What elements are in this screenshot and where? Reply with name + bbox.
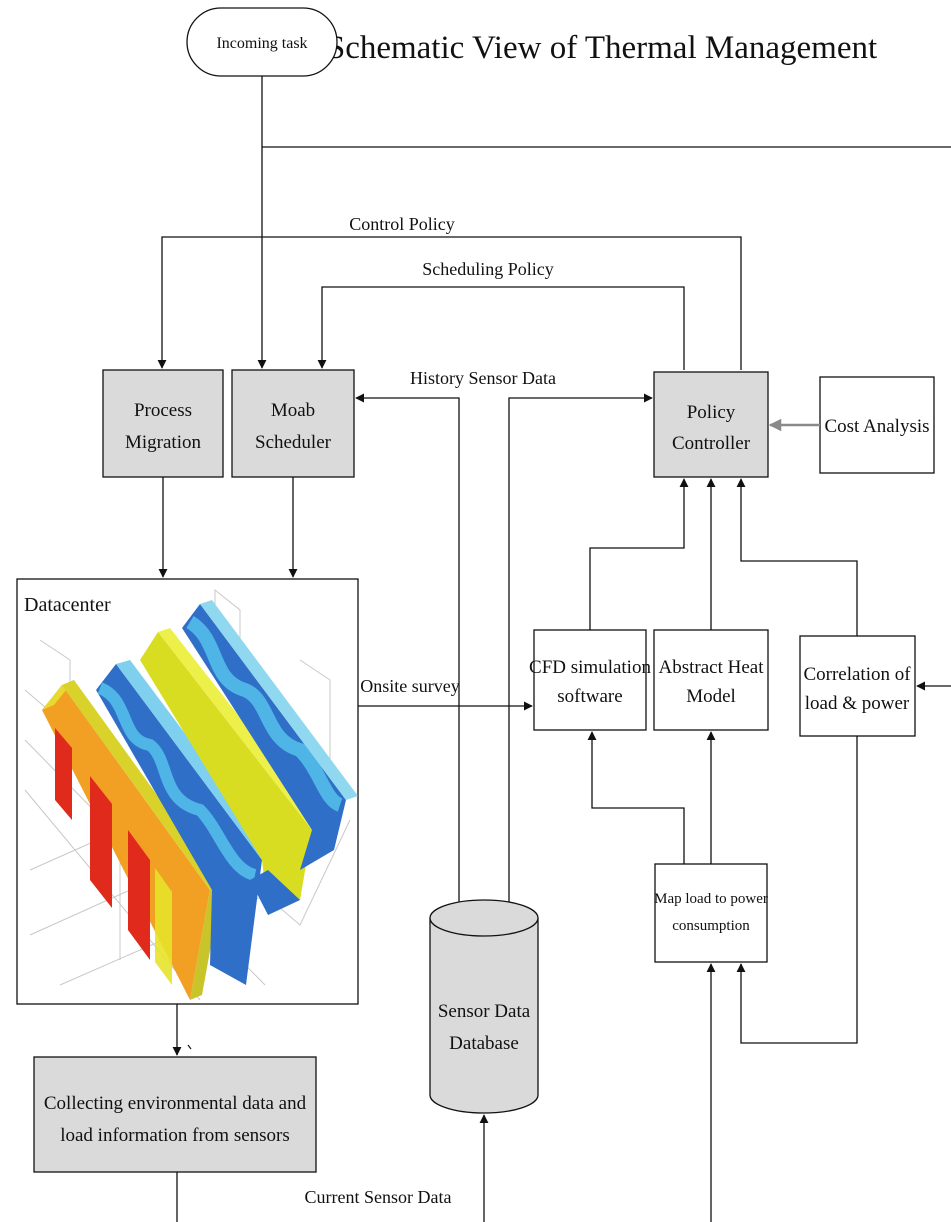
scheduling-policy-label: Scheduling Policy	[422, 259, 554, 279]
cost-analysis-node	[819, 376, 935, 474]
moab-scheduler-node	[231, 369, 355, 478]
history-to-policy-edge	[508, 393, 653, 943]
correlation-line2: load & power	[805, 693, 910, 714]
correlation-line1: Correlation of	[803, 664, 911, 685]
current-sensor-data-label: Current Sensor Data	[305, 1187, 452, 1207]
scheduling-policy-edge	[317, 286, 685, 370]
map-load-line2: consumption	[672, 918, 750, 934]
map-load-line1: Map load to power	[654, 891, 768, 907]
policy-controller-line1: Policy	[687, 402, 736, 423]
mapload-to-cfd-edge	[587, 731, 685, 864]
collecting-line1: Collecting environmental data and	[44, 1093, 307, 1114]
correlation-to-policy-edge	[736, 478, 858, 636]
cfd-to-policy-edge	[589, 478, 689, 630]
correlation-node	[799, 635, 916, 737]
process-migration-line2: Migration	[125, 432, 201, 453]
cost-analysis-label: Cost Analysis	[824, 416, 929, 437]
sensor-database-line2: Database	[449, 1033, 519, 1054]
process-migration-line1: Process	[134, 400, 192, 421]
datacenter-label: Datacenter	[24, 594, 111, 616]
abstract-heat-model-line2: Model	[686, 686, 736, 707]
history-sensor-data-label: History Sensor Data	[410, 368, 556, 388]
abstract-heat-model-line1: Abstract Heat	[659, 657, 765, 678]
process-migration-node	[102, 369, 224, 478]
incoming-task-label: Incoming task	[216, 35, 307, 52]
cfd-software-node	[533, 629, 647, 731]
moab-scheduler-line2: Scheduler	[255, 432, 332, 453]
stray-mark	[187, 1044, 192, 1050]
datacenter-thermal-image	[24, 588, 358, 1001]
diagram-title: Schematic View of Thermal Management	[327, 30, 877, 66]
control-policy-label: Control Policy	[349, 214, 455, 234]
policy-controller-node	[653, 371, 769, 478]
sensor-database-line1: Sensor Data	[438, 1001, 531, 1022]
abstract-heat-model-node	[653, 629, 769, 731]
onsite-survey-label: Onsite survey	[360, 676, 459, 696]
policy-controller-line2: Controller	[672, 433, 751, 454]
cfd-software-line1: CFD simulation	[529, 657, 651, 678]
collecting-line2: load information from sensors	[60, 1125, 290, 1146]
map-load-node	[654, 863, 768, 963]
cfd-software-line2: software	[557, 686, 622, 707]
collecting-sensors-node	[33, 1056, 317, 1173]
correlation-to-mapload-edge	[736, 736, 858, 1044]
history-to-moab-edge	[355, 393, 460, 916]
sensor-database-node	[429, 899, 539, 1114]
moab-scheduler-line1: Moab	[271, 400, 315, 421]
control-policy-edge	[157, 236, 742, 370]
